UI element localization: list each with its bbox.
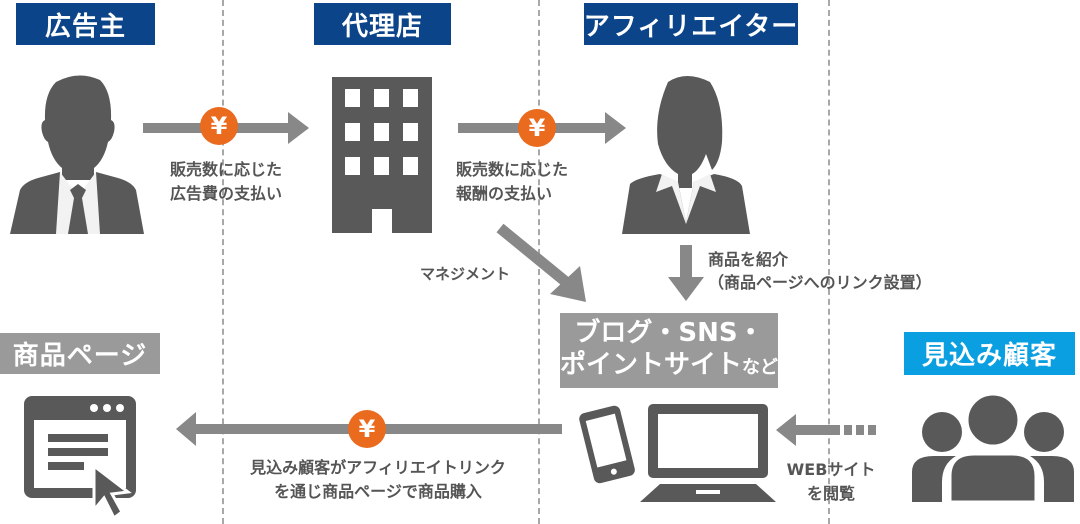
- column-divider-3: [828, 0, 830, 524]
- businesswoman-icon: [622, 76, 750, 234]
- caption-line: 見込み顧客がアフィリエイトリンク: [250, 458, 506, 477]
- caption-line: 販売数に応じた: [456, 160, 569, 179]
- caption-line: 販売数に応じた: [170, 160, 283, 179]
- media-label-line2: ポイントサイトなど: [560, 349, 778, 384]
- introduce-arrow: [668, 245, 704, 301]
- product-page-label: 商品ページ: [0, 333, 160, 374]
- agency-label: 代理店: [314, 3, 451, 45]
- yen-coin-icon: ¥: [518, 109, 556, 147]
- smartphone-icon: [579, 405, 635, 484]
- browser-window-cursor-icon: [24, 396, 136, 521]
- management-caption: マネジメント: [420, 265, 511, 283]
- businessman-icon: [10, 75, 144, 234]
- management-arrow: [496, 223, 586, 302]
- introduce-caption: 商品を紹介 （商品ページへのリンク設置）: [708, 248, 932, 294]
- caption-line: 広告費の支払い: [170, 184, 283, 203]
- purchase-caption: 見込み顧客がアフィリエイトリンク を通じ商品ページで商品購入: [232, 456, 524, 504]
- media-label-main: ポイントサイト: [560, 350, 743, 380]
- caption-line: （商品ページへのリンク設置）: [708, 273, 932, 292]
- media-label: ブログ・SNS・ ポイントサイトなど: [560, 313, 778, 388]
- affiliate-label: アフィリエイター: [584, 3, 798, 45]
- user-group-icon: [912, 392, 1074, 504]
- caption-line: を通じ商品ページで商品購入: [274, 482, 482, 501]
- media-label-suffix: など: [742, 357, 779, 378]
- browse-caption: WEBサイト を閲覧: [782, 458, 880, 506]
- advertiser-label: 広告主: [16, 3, 155, 45]
- yen-coin-icon: ¥: [348, 410, 386, 448]
- media-label-line1: ブログ・SNS・: [574, 318, 764, 348]
- prospect-label: 見込み顧客: [904, 332, 1075, 375]
- advertiser-payment-caption: 販売数に応じた 広告費の支払い: [170, 158, 282, 206]
- laptop-icon: [640, 404, 776, 502]
- yen-coin-icon: ¥: [200, 107, 238, 145]
- caption-line: を閲覧: [806, 484, 855, 503]
- browse-arrow: [776, 414, 876, 446]
- column-divider-1: [222, 0, 224, 524]
- office-building-icon: [332, 77, 432, 233]
- caption-line: 報酬の支払い: [456, 184, 553, 203]
- affiliate-reward-caption: 販売数に応じた 報酬の支払い: [456, 158, 568, 206]
- caption-line: WEBサイト: [786, 460, 876, 479]
- caption-line: 商品を紹介: [708, 250, 789, 269]
